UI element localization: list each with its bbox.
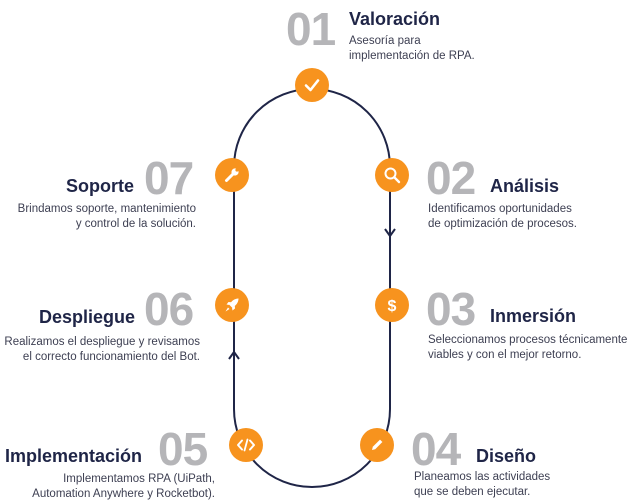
- step-04-number: 04: [411, 423, 461, 475]
- step-04-node: [360, 428, 394, 462]
- step-01-node: [295, 68, 329, 102]
- track-loop: [233, 88, 391, 488]
- step-03-title: Inmersión: [490, 306, 577, 326]
- step-03-number: 03: [426, 283, 476, 335]
- step-02-node: [375, 158, 409, 192]
- step-05-number: 05: [158, 423, 208, 475]
- step-04-title: Diseño: [476, 446, 537, 466]
- step-01-title: Valoración: [349, 9, 441, 29]
- step-02-number: 02: [426, 152, 476, 204]
- pencil-icon: [372, 439, 383, 450]
- step-05-node: [229, 428, 263, 462]
- arrow-up-icon: [228, 350, 240, 360]
- code-icon: [237, 438, 255, 452]
- step-07-title: Soporte: [66, 176, 135, 196]
- step-01-number: 01: [286, 3, 336, 55]
- arrow-down-icon: [384, 228, 396, 238]
- wrench-icon: [225, 168, 239, 182]
- rocket-icon: [225, 298, 239, 312]
- step-07-node: [215, 158, 249, 192]
- step-07-number: 07: [144, 152, 194, 204]
- step-05-title: Implementación: [5, 446, 143, 466]
- search-icon: [384, 167, 401, 184]
- step-02-title: Análisis: [490, 176, 560, 196]
- step-05-desc: Implementamos RPA (UiPath,Automation Any…: [32, 473, 215, 500]
- svg-text:$: $: [388, 298, 397, 314]
- dollar-icon: $: [388, 298, 397, 314]
- step-06-number: 06: [144, 283, 194, 335]
- check-icon: [304, 79, 320, 92]
- step-06-title: Despliegue: [39, 307, 136, 327]
- step-03-node: $: [375, 288, 409, 322]
- step-06-node: [215, 288, 249, 322]
